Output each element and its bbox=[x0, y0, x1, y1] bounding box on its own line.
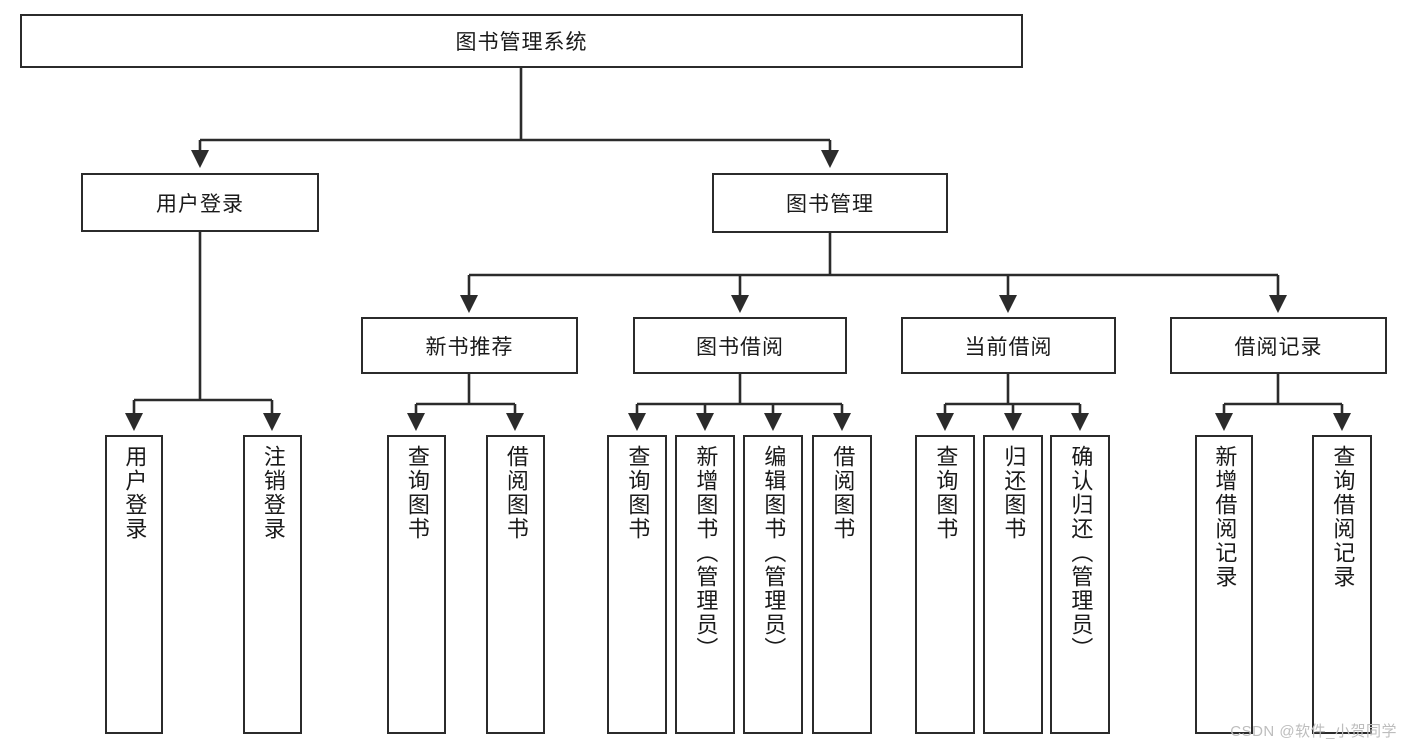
node-root-label: 图书管理系统 bbox=[455, 31, 588, 54]
node-leaf-query-book-3[interactable]: 查询图书 bbox=[915, 435, 975, 734]
node-leaf-query-book-2[interactable]: 查询图书 bbox=[607, 435, 667, 734]
node-leaf-logout[interactable]: 注销登录 bbox=[243, 435, 302, 734]
node-root[interactable]: 图书管理系统 bbox=[20, 14, 1023, 68]
node-leaf-return-book-label: 归还图书 bbox=[1001, 445, 1027, 541]
node-leaf-borrow-book-1-label: 借阅图书 bbox=[503, 445, 529, 541]
node-leaf-confirm-return-label: 确认归还（管理员） bbox=[1068, 445, 1094, 661]
node-current-borrow-label: 当前借阅 bbox=[964, 335, 1053, 359]
node-leaf-user-login-label: 用户登录 bbox=[122, 445, 148, 541]
node-new-book-rec[interactable]: 新书推荐 bbox=[361, 317, 578, 374]
node-leaf-add-record-label: 新增借阅记录 bbox=[1212, 445, 1238, 589]
node-leaf-add-book-label: 新增图书（管理员） bbox=[693, 445, 719, 661]
node-book-borrow[interactable]: 图书借阅 bbox=[633, 317, 847, 374]
node-user-login-label: 用户登录 bbox=[156, 192, 244, 216]
node-leaf-query-book-1-label: 查询图书 bbox=[404, 445, 430, 541]
node-leaf-borrow-book-1[interactable]: 借阅图书 bbox=[486, 435, 545, 734]
node-leaf-query-book-2-label: 查询图书 bbox=[625, 445, 651, 541]
node-leaf-user-login[interactable]: 用户登录 bbox=[105, 435, 163, 734]
node-leaf-logout-label: 注销登录 bbox=[260, 445, 286, 541]
node-leaf-edit-book-label: 编辑图书（管理员） bbox=[761, 445, 787, 661]
node-new-book-rec-label: 新书推荐 bbox=[425, 335, 514, 359]
node-leaf-edit-book[interactable]: 编辑图书（管理员） bbox=[743, 435, 803, 734]
node-leaf-add-book[interactable]: 新增图书（管理员） bbox=[675, 435, 735, 734]
node-borrow-record[interactable]: 借阅记录 bbox=[1170, 317, 1387, 374]
node-leaf-add-record[interactable]: 新增借阅记录 bbox=[1195, 435, 1253, 734]
node-book-manage[interactable]: 图书管理 bbox=[712, 173, 948, 233]
node-leaf-borrow-book-2-label: 借阅图书 bbox=[830, 445, 856, 541]
node-leaf-query-book-3-label: 查询图书 bbox=[933, 445, 959, 541]
node-leaf-query-book-1[interactable]: 查询图书 bbox=[387, 435, 446, 734]
csdn-watermark: CSDN @软件_小贺同学 bbox=[1230, 723, 1397, 740]
node-leaf-query-record-label: 查询借阅记录 bbox=[1330, 445, 1356, 589]
node-borrow-record-label: 借阅记录 bbox=[1234, 335, 1323, 359]
node-leaf-return-book[interactable]: 归还图书 bbox=[983, 435, 1043, 734]
node-leaf-confirm-return[interactable]: 确认归还（管理员） bbox=[1050, 435, 1110, 734]
node-leaf-query-record[interactable]: 查询借阅记录 bbox=[1312, 435, 1372, 734]
node-book-manage-label: 图书管理 bbox=[786, 193, 874, 216]
node-leaf-borrow-book-2[interactable]: 借阅图书 bbox=[812, 435, 872, 734]
node-current-borrow[interactable]: 当前借阅 bbox=[901, 317, 1116, 374]
node-user-login[interactable]: 用户登录 bbox=[81, 173, 319, 232]
node-book-borrow-label: 图书借阅 bbox=[696, 335, 784, 359]
